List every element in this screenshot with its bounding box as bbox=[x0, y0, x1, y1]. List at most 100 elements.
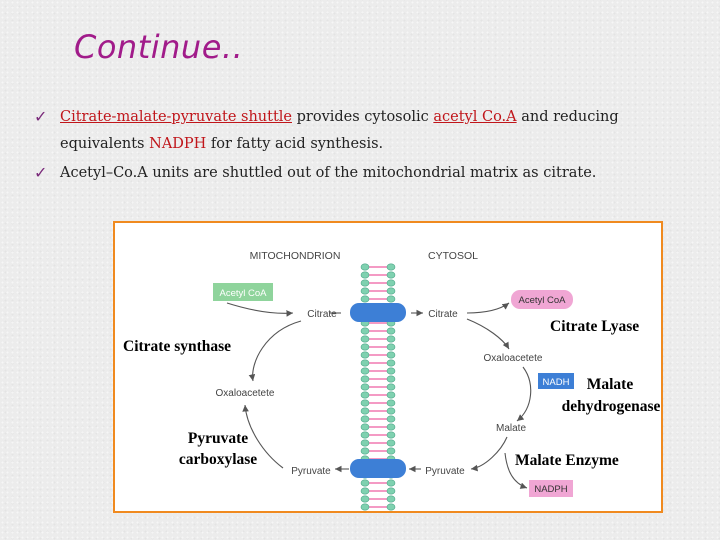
bullet-text: provides cytosolic bbox=[292, 109, 434, 125]
citrate-cyto-label: Citrate bbox=[428, 309, 458, 320]
lipid-head bbox=[386, 391, 396, 399]
lipid-head bbox=[386, 295, 396, 303]
citrate-to-acetyl-coa-arrow bbox=[466, 302, 510, 314]
malate-to-pyruvate-arrow bbox=[470, 436, 508, 472]
lipid-head bbox=[386, 375, 396, 383]
acetyl-coa-mito-box bbox=[213, 283, 273, 301]
shuttle-term: Citrate-malate-pyruvate shuttle bbox=[60, 109, 293, 125]
lipid-head bbox=[360, 359, 370, 367]
mitochondrial-membrane bbox=[360, 263, 396, 511]
bullet-item-1: ✓ Citrate-malate-pyruvate shuttle provid… bbox=[34, 104, 694, 158]
pyruvate-mito-label: Pyruvate bbox=[291, 466, 331, 477]
cytosol-label: CYTOSOL bbox=[428, 250, 478, 262]
pyruvate-carboxylase-line2: carboxylase bbox=[179, 451, 257, 468]
lipid-head bbox=[360, 287, 370, 295]
oxaloacetete-to-malate-arrow bbox=[516, 366, 532, 422]
lipid-head bbox=[386, 423, 396, 431]
bullet-item-2: ✓ Acetyl–Co.A units are shuttled out of … bbox=[34, 160, 694, 187]
oxaloacetete-mito-label: Oxaloacetete bbox=[216, 388, 275, 399]
lipid-head bbox=[360, 351, 370, 359]
lipid-head bbox=[360, 495, 370, 503]
malate-enzyme-label: Malate Enzyme bbox=[515, 452, 619, 469]
malate-dh-line1: Malate bbox=[587, 376, 634, 393]
lipid-head bbox=[386, 327, 396, 335]
lipid-head bbox=[386, 343, 396, 351]
nadph-term: NADPH bbox=[149, 136, 207, 152]
oxaloacetete-cyto-label: Oxaloacetete bbox=[484, 353, 543, 364]
lipid-head bbox=[360, 335, 370, 343]
lipid-head bbox=[360, 439, 370, 447]
lipid-head bbox=[360, 431, 370, 439]
lipid-head bbox=[386, 271, 396, 279]
lipid-head bbox=[386, 487, 396, 495]
citrate-synthase-curve-arrow bbox=[248, 320, 302, 382]
shuttle-diagram: MITOCHONDRION CYTOSOL Acetyl CoA Acetyl … bbox=[113, 221, 663, 513]
lipid-head bbox=[386, 431, 396, 439]
lipid-head bbox=[360, 391, 370, 399]
pyruvate-carboxylase-line1: Pyruvate bbox=[188, 430, 248, 447]
citrate-transporter bbox=[350, 303, 406, 322]
lipid-head bbox=[360, 279, 370, 287]
lipid-head bbox=[360, 415, 370, 423]
nadph-label: NADPH bbox=[534, 484, 567, 495]
citrate-synthase-label: Citrate synthase bbox=[123, 338, 231, 355]
lipid-head bbox=[360, 295, 370, 303]
lipid-head bbox=[386, 439, 396, 447]
malate-dh-line2: dehydrogenase bbox=[562, 398, 661, 415]
lipid-head bbox=[386, 447, 396, 455]
lipid-head bbox=[386, 407, 396, 415]
lipid-head bbox=[386, 399, 396, 407]
lipid-head bbox=[360, 383, 370, 391]
acetyl-coa-cyto-box bbox=[511, 290, 573, 309]
pyruvate-to-oxaloacetete-arrow bbox=[242, 404, 284, 469]
lipid-head bbox=[360, 375, 370, 383]
lipid-head bbox=[386, 359, 396, 367]
lipid-head bbox=[360, 327, 370, 335]
lipid-head bbox=[360, 343, 370, 351]
lipid-head bbox=[360, 487, 370, 495]
lipid-head bbox=[386, 351, 396, 359]
mitochondrion-label: MITOCHONDRION bbox=[250, 250, 341, 262]
lipid-head bbox=[386, 263, 396, 271]
nadph-output-arrow bbox=[504, 452, 528, 489]
lipid-head bbox=[360, 447, 370, 455]
checkmark-icon: ✓ bbox=[34, 107, 48, 126]
acetyl-coa-cyto-label: Acetyl CoA bbox=[519, 295, 567, 306]
checkmark-icon: ✓ bbox=[34, 163, 48, 182]
lipid-head bbox=[360, 407, 370, 415]
lipid-head bbox=[386, 479, 396, 487]
acetyl-coa-mito-label: Acetyl CoA bbox=[220, 288, 268, 299]
lipid-head bbox=[386, 495, 396, 503]
citrate-lyase-label: Citrate Lyase bbox=[550, 318, 639, 335]
nadh-box bbox=[538, 373, 574, 389]
citrate-mito-label: Citrate bbox=[307, 309, 337, 320]
nadph-box bbox=[529, 480, 573, 497]
lipid-head bbox=[386, 415, 396, 423]
bullet-text: Acetyl–Co.A units are shuttled out of th… bbox=[60, 165, 597, 181]
shuttle-diagram-svg: MITOCHONDRION CYTOSOL Acetyl CoA Acetyl … bbox=[123, 250, 661, 511]
lipid-head bbox=[360, 367, 370, 375]
bullet-list: ✓ Citrate-malate-pyruvate shuttle provid… bbox=[34, 104, 694, 187]
lipid-head bbox=[386, 383, 396, 391]
acetyl-coa-term: acetyl Co.A bbox=[433, 109, 517, 125]
lipid-head bbox=[386, 335, 396, 343]
lipid-head bbox=[360, 399, 370, 407]
lipid-head bbox=[386, 367, 396, 375]
bullet-text: and reducing equivalents bbox=[60, 109, 619, 152]
lipid-head bbox=[360, 271, 370, 279]
lipid-head bbox=[360, 479, 370, 487]
malate-label: Malate bbox=[496, 423, 526, 434]
pyruvate-cyto-label: Pyruvate bbox=[425, 466, 465, 477]
lipid-head bbox=[386, 279, 396, 287]
lipid-head bbox=[360, 263, 370, 271]
lipid-head bbox=[360, 503, 370, 511]
nadh-label: NADH bbox=[543, 377, 570, 388]
citrate-to-oxaloacetete-arrow bbox=[466, 318, 510, 350]
lipid-head bbox=[386, 503, 396, 511]
lipid-head bbox=[386, 287, 396, 295]
slide-title: Continue.. bbox=[74, 28, 244, 66]
acetyl-coa-to-citrate-arrow bbox=[226, 302, 294, 317]
bullet-text: for fatty acid synthesis. bbox=[206, 136, 384, 152]
lipid-head bbox=[360, 423, 370, 431]
pyruvate-transporter bbox=[350, 459, 406, 478]
